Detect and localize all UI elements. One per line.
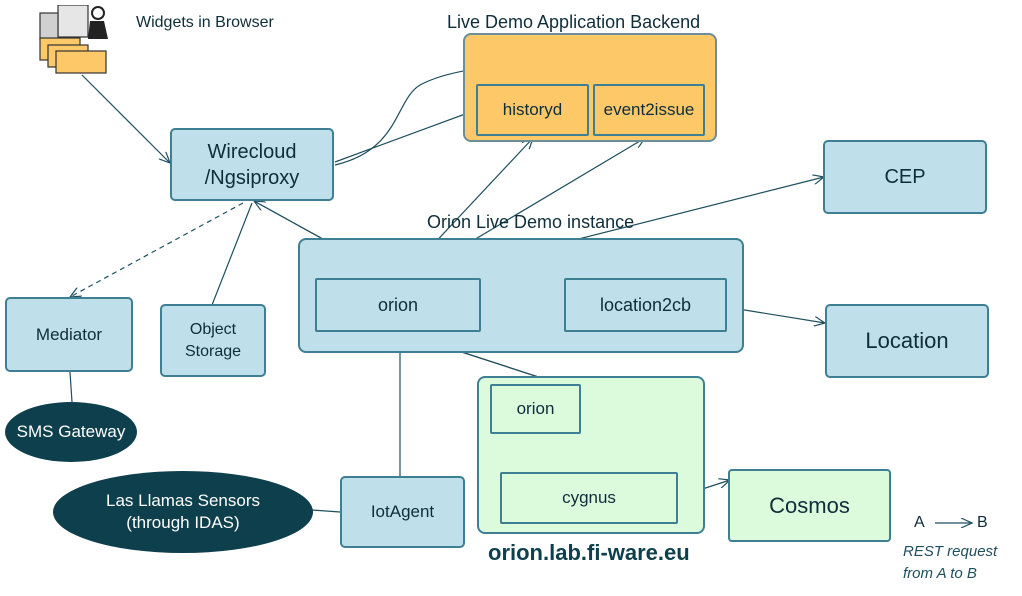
cosmos-box[interactable]: Cosmos	[728, 469, 891, 542]
object-storage-line1: Object	[189, 320, 237, 338]
iotagent-box[interactable]: IotAgent	[340, 476, 465, 548]
las-llamas-sensors-ellipse[interactable]: Las Llamas Sensors (through IDAS)	[53, 471, 313, 553]
orion-box[interactable]: orion	[315, 278, 481, 332]
widgets-label: Widgets in Browser	[136, 14, 274, 31]
object-storage-line2: Storage	[184, 342, 242, 360]
legend-b: B	[977, 514, 988, 531]
cygnus-box[interactable]: cygnus	[500, 472, 678, 524]
wirecloud-line1: Wirecloud	[207, 140, 297, 163]
orion-instance-title: Orion Live Demo instance	[427, 212, 635, 232]
line-wirecloud-historyd	[334, 109, 477, 163]
arrow-widgets-wirecloud	[81, 74, 170, 163]
widgets-browser-icon	[39, 5, 108, 74]
line-sensors-iotagent	[311, 509, 341, 513]
backend-title: Live Demo Application Backend	[447, 12, 701, 32]
arrow-wirecloud-mediator	[70, 202, 244, 297]
sensors-line1: Las Llamas Sensors	[105, 491, 261, 510]
sensors-line2: (through IDAS)	[126, 513, 240, 532]
historyd-box[interactable]: historyd	[476, 84, 589, 136]
wirecloud-ngsiproxy-box[interactable]: Wirecloud /Ngsiproxy	[170, 128, 334, 201]
object-storage-box[interactable]: Object Storage	[160, 304, 266, 377]
line-mediator-sms	[69, 371, 73, 403]
mediator-box[interactable]: Mediator	[5, 297, 133, 372]
legend-line2: from A to B	[903, 565, 977, 582]
cep-box[interactable]: CEP	[823, 140, 987, 214]
wirecloud-line2: /Ngsiproxy	[204, 166, 300, 189]
legend-a: A	[914, 514, 925, 531]
lab-url-label: orion.lab.fi-ware.eu	[488, 540, 690, 565]
orion-lab-orion-box[interactable]: orion	[490, 384, 581, 434]
legend-line1: REST request	[903, 543, 998, 560]
sms-gateway-ellipse[interactable]: SMS Gateway	[5, 402, 137, 462]
line-objectstorage-wirecloud	[211, 202, 253, 306]
location-box[interactable]: Location	[825, 304, 989, 378]
event2issue-box[interactable]: event2issue	[593, 84, 705, 136]
location2cb-box[interactable]: location2cb	[564, 278, 727, 332]
